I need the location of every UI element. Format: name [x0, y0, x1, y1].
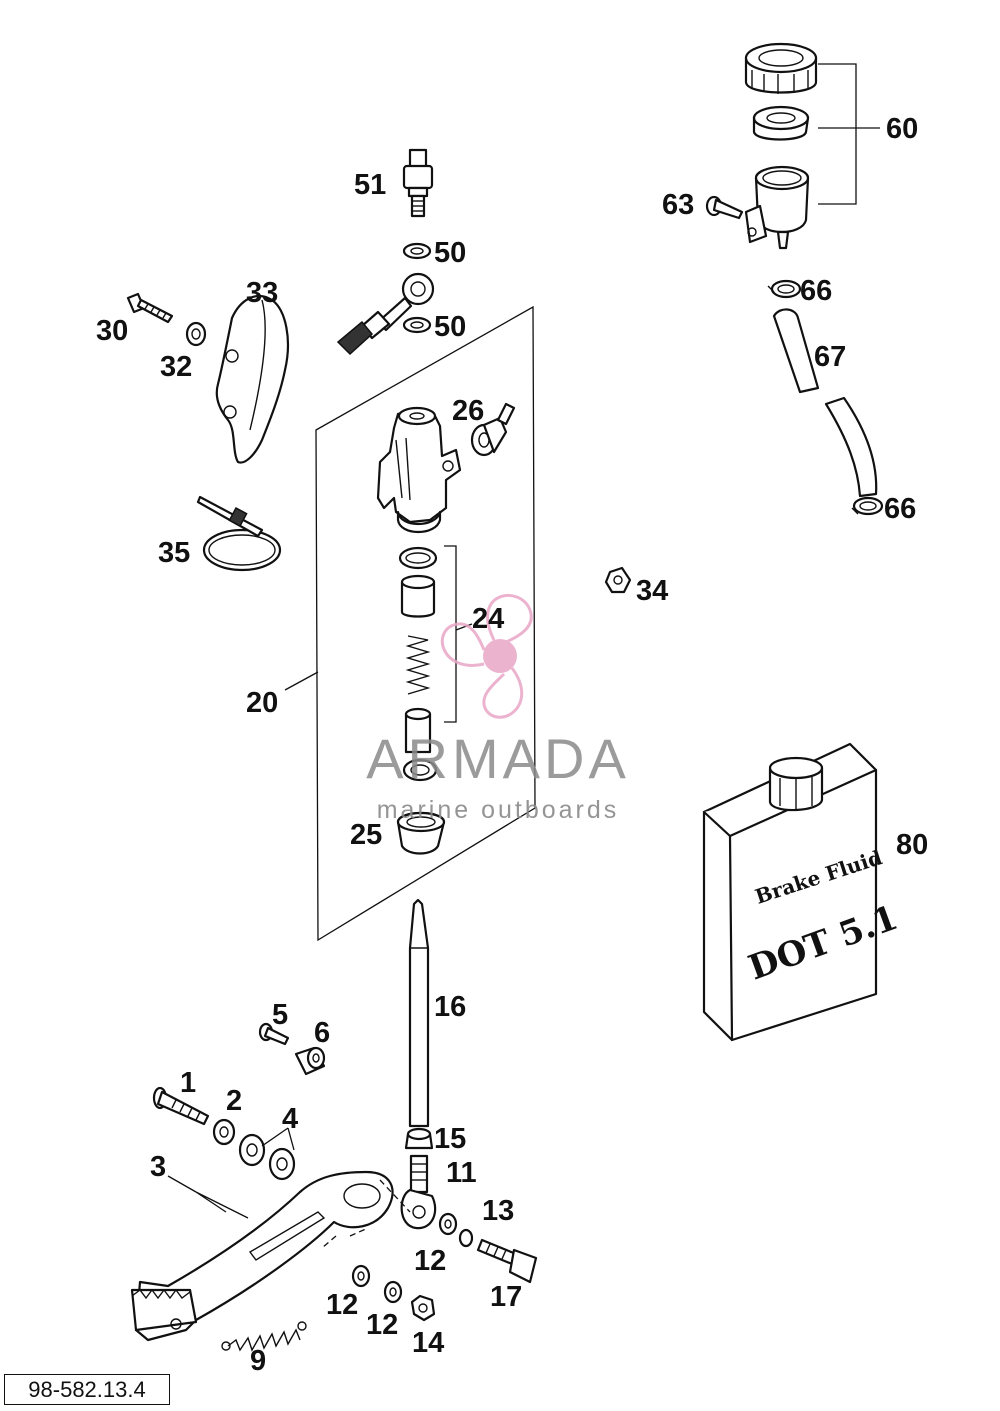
- part-63-screw: [705, 195, 744, 220]
- reference-number: 98-582.13.4: [28, 1377, 146, 1402]
- part-12-washer-b: [351, 1264, 371, 1288]
- callout-12-a: 12: [414, 1245, 446, 1277]
- part-32-grommet: [185, 321, 207, 347]
- callout-50-b: 50: [434, 311, 466, 343]
- callout-2: 2: [226, 1085, 242, 1117]
- callout-9: 9: [250, 1345, 266, 1377]
- callout-15: 15: [434, 1123, 466, 1155]
- callout-51: 51: [354, 169, 386, 201]
- watermark-brand: ARMADA: [366, 727, 630, 790]
- part-60-reservoir: [744, 42, 818, 250]
- part-13-lock-washer: [458, 1228, 474, 1248]
- part-16-push-rod: [408, 898, 430, 1128]
- reference-number-box: 98-582.13.4: [4, 1374, 170, 1405]
- part-33-cover: [215, 294, 289, 464]
- part-67-hose: [772, 308, 878, 498]
- part-35-cable-tie: [196, 495, 282, 572]
- part-5-screw: [258, 1022, 290, 1046]
- part-9-spring: [221, 1321, 307, 1352]
- callout-5: 5: [272, 999, 288, 1031]
- callout-4: 4: [282, 1103, 298, 1135]
- callout-3: 3: [150, 1151, 166, 1183]
- part-17-bolt: [476, 1238, 538, 1284]
- part-4-bearing-b: [268, 1147, 296, 1181]
- part-1-bolt: [152, 1086, 210, 1126]
- callout-20: 20: [246, 687, 278, 719]
- part-3-brake-pedal: [130, 1170, 394, 1342]
- callout-30: 30: [96, 315, 128, 347]
- part-4-bearing-a: [238, 1133, 266, 1167]
- callout-11: 11: [446, 1157, 477, 1189]
- part-26-elbow-fitting: [470, 402, 516, 457]
- part-12-washer-a: [438, 1212, 458, 1236]
- part-66-clamp-lower: [851, 496, 884, 516]
- assembly-20-frame: [315, 305, 536, 942]
- brake-hose-banjo: [336, 272, 435, 356]
- callout-17: 17: [490, 1281, 522, 1313]
- callout-13: 13: [482, 1195, 514, 1227]
- part-6-spacer: [294, 1046, 326, 1076]
- callout-80: 80: [896, 829, 928, 861]
- callout-60: 60: [886, 113, 918, 145]
- part-66-clamp-upper: [767, 279, 802, 299]
- callout-33: 33: [246, 277, 278, 309]
- callout-12-c: 12: [366, 1309, 398, 1341]
- part-50-washer-lower: [402, 316, 432, 334]
- callout-67: 67: [814, 341, 846, 373]
- part-15-nut: [404, 1127, 434, 1150]
- armada-watermark-logo: [440, 594, 533, 719]
- callout-63: 63: [662, 189, 694, 221]
- callout-50-a: 50: [434, 237, 466, 269]
- part-14-nut: [410, 1294, 436, 1322]
- watermark-tagline: marine outboards: [377, 796, 620, 824]
- part-30-bolt: [126, 292, 174, 324]
- callout-12-b: 12: [326, 1289, 358, 1321]
- master-cylinder-body: [376, 406, 462, 533]
- callout-16: 16: [434, 991, 466, 1023]
- part-11-clevis: [400, 1154, 437, 1230]
- callout-66-b: 66: [884, 493, 916, 525]
- part-80-brake-fluid-container: [702, 742, 878, 1042]
- part-50-washer-upper: [402, 242, 432, 260]
- part-24-seal-kit: [398, 545, 473, 782]
- part-2-washer: [212, 1118, 236, 1146]
- part-25-dust-boot: [396, 811, 446, 855]
- callout-1: 1: [180, 1067, 196, 1099]
- part-51-brake-switch: [402, 148, 434, 218]
- callout-6: 6: [314, 1017, 330, 1049]
- callout-35: 35: [158, 537, 190, 569]
- callout-34: 34: [636, 575, 668, 607]
- callout-32: 32: [160, 351, 192, 383]
- part-34-nut: [604, 566, 632, 594]
- callout-24: 24: [472, 603, 504, 635]
- callout-66-a: 66: [800, 275, 832, 307]
- callout-25: 25: [350, 819, 382, 851]
- callout-26: 26: [452, 395, 484, 427]
- part-12-washer-c: [383, 1280, 403, 1304]
- callout-14: 14: [412, 1327, 444, 1359]
